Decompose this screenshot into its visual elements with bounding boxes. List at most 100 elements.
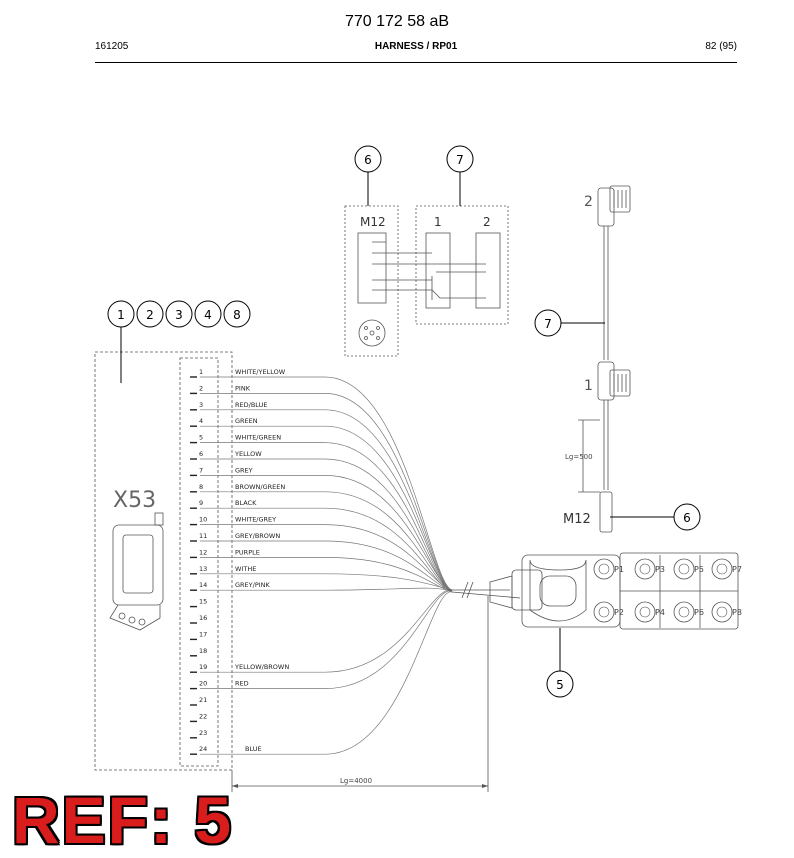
callout-6-detail-text: 6 <box>364 153 372 167</box>
wire-color-label: WHITE/GREY <box>235 516 276 524</box>
port-socket-icon <box>673 558 695 580</box>
port-label: P8 <box>732 608 742 617</box>
wire-line <box>200 589 453 673</box>
detail-col2-label: 2 <box>483 215 491 229</box>
header-rule <box>95 62 737 63</box>
document-number: 770 172 58 aB <box>344 13 450 30</box>
port-label: P4 <box>655 608 665 617</box>
port-inner-ring <box>678 606 690 618</box>
wire-color-label: WITHE <box>235 565 256 573</box>
callout-left-3-text: 3 <box>175 308 183 322</box>
wire-color-label: GREY/PINK <box>235 581 271 589</box>
m12-detail-outline <box>344 205 399 357</box>
m12-face-icon <box>358 319 386 347</box>
page-number: 82 (95) <box>705 41 737 52</box>
pin-number: 10 <box>199 516 207 524</box>
m12-pin-block <box>357 232 387 304</box>
pin-number: 2 <box>199 384 203 392</box>
wire-line <box>200 475 453 591</box>
pin-number: 1 <box>199 368 203 376</box>
port-inner-ring <box>639 563 651 575</box>
pin-number: 15 <box>199 598 207 606</box>
wire-line <box>200 591 453 755</box>
pin-number: 4 <box>199 417 203 425</box>
pin-number: 19 <box>199 663 207 671</box>
wire-color-label: PURPLE <box>235 548 260 556</box>
pin-number: 13 <box>199 565 207 573</box>
pin-number: 3 <box>199 401 203 409</box>
wire-color-label: GREY/BROWN <box>235 532 280 540</box>
detail-col1-label: 1 <box>434 215 442 229</box>
callout-left-4-text: 4 <box>204 308 212 322</box>
title-separator: / <box>423 41 433 52</box>
port-label: P2 <box>614 608 624 617</box>
wire-color-label: YELLOW <box>234 450 262 458</box>
port-socket-icon <box>593 558 615 580</box>
callout-left-4 <box>194 300 222 328</box>
wire-color-label: PINK <box>235 384 251 392</box>
pin-number: 7 <box>199 466 203 474</box>
break-mark <box>461 581 474 599</box>
wire-line <box>200 425 453 591</box>
port-inner-ring <box>598 563 610 575</box>
pin-number: 16 <box>199 614 207 622</box>
cable-m12-label: M12 <box>563 512 591 527</box>
date-code: 161205 <box>95 41 129 52</box>
pin-number: 8 <box>199 483 203 491</box>
wire-line <box>200 491 453 592</box>
cable-length-label: Lg=500 <box>565 453 593 461</box>
wire-color-label: WHITE/GREEN <box>235 434 281 442</box>
pin-number: 9 <box>199 499 203 507</box>
callout-7-cable-text: 7 <box>544 317 552 331</box>
distribution-box <box>489 552 739 630</box>
callout-7-detail-text: 7 <box>456 153 464 167</box>
cable-detail-outline <box>415 205 509 325</box>
callout-5-box-text: 5 <box>556 678 564 692</box>
callout-left-2-text: 2 <box>146 308 154 322</box>
pin-number: 18 <box>199 647 207 655</box>
connector-body-sketch <box>109 512 164 631</box>
port-inner-ring <box>598 606 610 618</box>
wire-color-label: BLUE <box>245 745 262 753</box>
wire-line <box>200 393 453 592</box>
pin-number: 23 <box>199 729 207 737</box>
port-socket-icon <box>711 558 733 580</box>
wire-color-label: BROWN/GREEN <box>235 483 285 491</box>
pin-number: 17 <box>199 630 207 638</box>
port-socket-icon <box>711 601 733 623</box>
wire-line <box>200 573 453 591</box>
pin-number: 12 <box>199 548 207 556</box>
pin-number: 21 <box>199 696 207 704</box>
wire-line <box>200 507 453 593</box>
x53-outline <box>94 351 233 771</box>
port-socket-icon <box>634 558 656 580</box>
cable-end1-label: 1 <box>584 378 593 394</box>
port-socket-icon <box>634 601 656 623</box>
side-cable-assembly <box>578 185 631 533</box>
callout-left-3 <box>165 300 193 328</box>
pin-number: 14 <box>199 581 207 589</box>
wire-line <box>200 590 453 689</box>
wire-color-label: BLACK <box>235 499 257 507</box>
ref-stamp: REF: 5 <box>12 783 234 857</box>
wire-line <box>200 540 453 592</box>
port-label: P7 <box>732 565 742 574</box>
wire-color-label: GREY <box>235 466 253 474</box>
m12-detail-label: M12 <box>360 215 386 229</box>
cable-end1-block <box>425 232 451 309</box>
cable-end2-label: 2 <box>584 194 593 210</box>
pin-number: 11 <box>199 532 207 540</box>
port-label: P3 <box>655 565 665 574</box>
bundle-line-lower <box>451 591 521 599</box>
pin-number: 22 <box>199 712 207 720</box>
pin-number: 5 <box>199 434 203 442</box>
pin-number: 20 <box>199 680 207 688</box>
main-length-label: Lg=4000 <box>340 777 372 785</box>
detail-wiring <box>372 241 486 300</box>
wire-line <box>200 587 453 592</box>
page-title: HARNESS / RP01 <box>0 41 794 52</box>
port-label: P6 <box>694 608 704 617</box>
